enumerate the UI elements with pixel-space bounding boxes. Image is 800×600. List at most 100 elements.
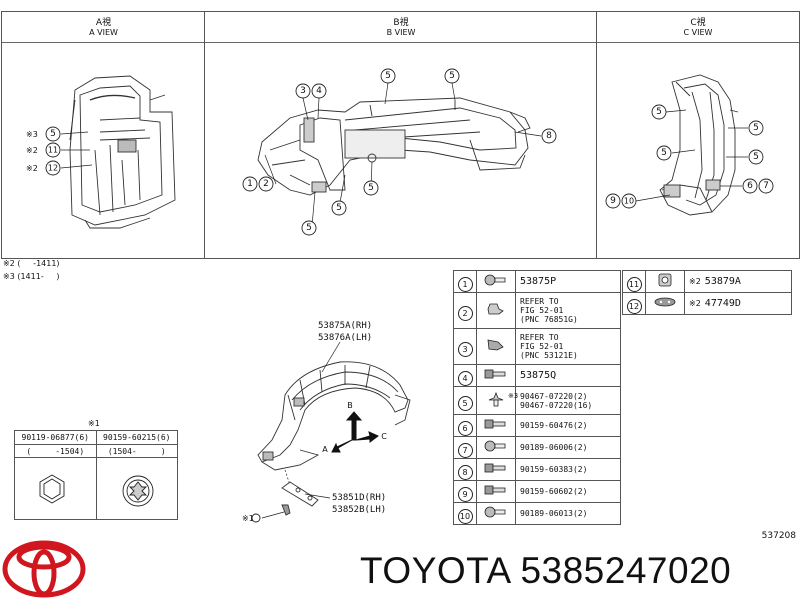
seal-icon	[645, 292, 685, 315]
view-c-callout-7: 10	[624, 197, 634, 206]
part-callout-number: 1	[457, 276, 473, 292]
bolt-header-1: 90159-60215(6)	[95, 430, 178, 445]
view-b-title-en: B VIEW	[386, 28, 416, 37]
clip-icon	[476, 270, 516, 293]
view-b-title-jp: B視	[393, 18, 409, 28]
note-row-3: ※3 (1411- )	[3, 272, 60, 281]
view-b-callout-2: 5	[385, 71, 391, 81]
part-callout-number: 11	[626, 276, 642, 292]
part-callout-number: 4	[457, 370, 473, 386]
part-number-text: 47749D	[704, 298, 741, 309]
note-text-2: ( -1411)	[17, 259, 60, 268]
part-callout-number: 5	[457, 395, 473, 411]
view-b-callout-7: 5	[336, 203, 342, 213]
part-number-text: 90159-60476(2)	[520, 421, 588, 430]
figure-code: 537208	[761, 531, 796, 541]
part-number-text: 90159-60602(2)	[520, 487, 588, 496]
bracket-icon	[476, 328, 516, 365]
assembly-label-rh-a: 53875A(RH)	[318, 321, 372, 331]
parts-row: 9 90159-60602(2)	[453, 480, 621, 503]
brand-part-number: 5385247020	[520, 550, 732, 591]
arrow-c-label: C	[381, 432, 387, 441]
view-b-callout-0: 3	[300, 86, 306, 96]
clip-icon	[476, 502, 516, 525]
part-callout-number: 2	[457, 305, 473, 321]
note-text-3: (1411- )	[17, 272, 60, 281]
screw-icon	[476, 414, 516, 437]
bolt-header-0: 90119-06877(6)	[14, 430, 97, 445]
parts-row: 1 53875P	[453, 270, 621, 293]
view-c-callout-3: 5	[753, 152, 759, 162]
view-c-panel: C視 C VIEW	[596, 11, 800, 259]
view-a-title-en: A VIEW	[89, 28, 118, 37]
part-callout-number: 9	[457, 486, 473, 502]
view-b-callout-9: 5	[306, 223, 312, 233]
bolt-table-mark: ※1	[88, 419, 100, 428]
screw-icon	[476, 364, 516, 387]
part-number-text: REFER TO FIG 52-01 (PNC 53121E)	[520, 333, 578, 360]
direction-arrows	[331, 411, 379, 453]
part-number-text: 90467-07220(2) 90467-07220(16)	[520, 391, 593, 410]
view-a-callout-1: 11	[48, 146, 58, 155]
view-b-callout-8: 5	[368, 183, 374, 193]
note-mark-2: ※2	[3, 259, 15, 268]
parts-row: 2 REFER TO FIG 52-01 (PNC 76851G)	[453, 292, 621, 329]
bolt-range-1: (1504- )	[95, 444, 178, 458]
assembly-label-lh-a: 53876A(LH)	[318, 333, 372, 343]
clip-icon	[476, 436, 516, 459]
view-b-callout-3: 5	[449, 71, 455, 81]
view-a-panel: A視 A VIEW	[1, 11, 206, 259]
brand-title: TOYOTA 5385247020	[360, 550, 731, 592]
assembly-leaders	[261, 341, 341, 519]
part-mark: ※3	[508, 391, 519, 400]
part-mark: ※2	[689, 299, 701, 308]
view-b-callout-5: 1	[247, 179, 253, 189]
screw-icon	[476, 480, 516, 503]
bolt-range-0: ( -1504)	[14, 444, 97, 458]
part-callout-number: 12	[626, 298, 642, 314]
view-a-leaders	[60, 131, 93, 169]
view-a-callouts: ※3 5 ※2 11 ※2 12	[26, 126, 61, 176]
part-number-text: REFER TO FIG 52-01 (PNC 76851G)	[520, 297, 578, 324]
part-number-text: 90159-60383(2)	[520, 465, 588, 474]
view-c-callout-4: 6	[747, 181, 753, 191]
part-number-text: 90189-06013(2)	[520, 509, 588, 518]
note-row-2: ※2 ( -1411)	[3, 259, 60, 268]
brand-name: TOYOTA	[360, 550, 510, 591]
part-callout-number: 8	[457, 464, 473, 480]
view-b-callout-1: 4	[316, 86, 322, 96]
view-c-callout-5: 7	[763, 181, 769, 191]
view-c-liner-part	[659, 74, 739, 216]
assembly-label-rh-d: 53851D(RH)	[332, 493, 386, 503]
assembly-fender-liner	[257, 361, 411, 471]
view-c-leaders	[635, 109, 748, 202]
note-mark-3: ※3	[3, 272, 15, 281]
view-c-callouts: 5 5 5 5 6 7 9 10	[605, 104, 774, 209]
parts-row: 3 REFER TO FIG 52-01 (PNC 53121E)	[453, 328, 621, 365]
view-b-callouts: 3 4 5 5 8 1 2 5 5 5	[242, 68, 557, 236]
view-a-mark-0: ※3	[26, 130, 38, 139]
assembly-mark-1: ※1	[242, 514, 254, 523]
arrow-a-label: A	[322, 445, 328, 454]
part-number-text: 90189-06006(2)	[520, 443, 588, 452]
part-number-text: 53875Q	[520, 370, 557, 381]
part-number-text: 53875P	[520, 276, 557, 287]
view-b-callout-4: 8	[546, 131, 552, 141]
part-number-text: 53879A	[704, 276, 741, 287]
view-a-callout-2: 12	[48, 164, 58, 173]
toyota-logo	[2, 540, 86, 598]
screw-icon	[476, 458, 516, 481]
part-callout-number: 3	[457, 341, 473, 357]
view-a-title-jp: A視	[95, 18, 112, 28]
grommet-icon	[645, 270, 685, 293]
view-c-callout-2: 5	[661, 148, 667, 158]
view-c-title-en: C VIEW	[683, 28, 713, 37]
view-a-callout-0: 5	[50, 129, 56, 139]
